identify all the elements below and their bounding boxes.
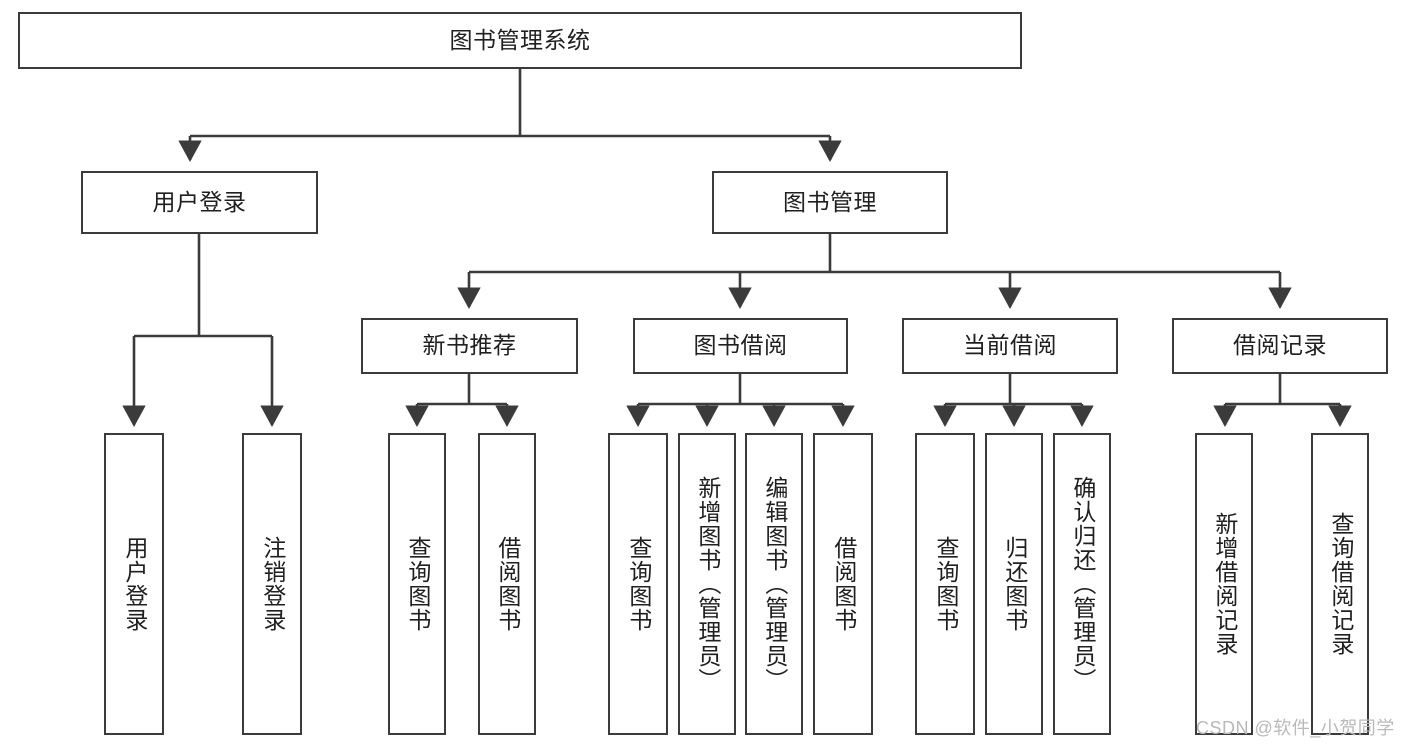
node-new-book-recommend[interactable]: 新书推荐 [361,318,578,374]
node-label: 当前借阅 [963,332,1057,359]
leaf-book-borrow-edit-admin[interactable]: 编辑图书（管理员） [745,433,803,735]
leaf-current-borrow-query[interactable]: 查询图书 [915,433,975,735]
node-book-management[interactable]: 图书管理 [712,171,948,234]
node-label: 借阅记录 [1233,332,1327,359]
node-label: 查询借阅记录 [1327,512,1354,656]
node-label: 新增图书（管理员） [694,476,721,692]
node-root-book-management-system[interactable]: 图书管理系统 [18,12,1022,69]
leaf-borrow-record-add[interactable]: 新增借阅记录 [1195,433,1253,735]
node-label: 注销登录 [259,536,286,632]
leaf-borrow-record-query[interactable]: 查询借阅记录 [1311,433,1369,735]
node-label: 查询图书 [404,536,431,632]
node-label: 查询图书 [932,536,959,632]
leaf-book-borrow-query[interactable]: 查询图书 [608,433,668,735]
node-label: 用户登录 [121,536,148,632]
node-user-login[interactable]: 用户登录 [81,171,318,234]
node-current-borrow[interactable]: 当前借阅 [902,318,1118,374]
leaf-book-borrow-borrow[interactable]: 借阅图书 [813,433,873,735]
node-label: 新书推荐 [422,332,517,359]
node-label: 图书管理系统 [449,26,591,53]
node-label: 编辑图书（管理员） [761,476,788,692]
node-label: 借阅图书 [494,536,521,632]
node-label: 确认归还（管理员） [1069,476,1096,692]
node-borrow-record[interactable]: 借阅记录 [1172,318,1388,374]
node-label: 图书借阅 [693,332,788,359]
node-label: 图书管理 [783,188,877,215]
leaf-new-book-query[interactable]: 查询图书 [388,433,446,735]
node-book-borrow[interactable]: 图书借阅 [633,318,848,374]
csdn-watermark: CSDN @软件_小贺同学 [1196,718,1395,738]
leaf-book-borrow-add-admin[interactable]: 新增图书（管理员） [678,433,736,735]
node-label: 查询图书 [625,536,652,632]
leaf-current-borrow-confirm-admin[interactable]: 确认归还（管理员） [1053,433,1111,735]
node-label: 用户登录 [152,188,247,215]
leaf-new-book-borrow[interactable]: 借阅图书 [478,433,536,735]
leaf-current-borrow-return[interactable]: 归还图书 [985,433,1043,735]
node-label: 借阅图书 [830,536,857,632]
node-label: 新增借阅记录 [1211,512,1238,656]
leaf-user-login-logout[interactable]: 注销登录 [242,433,302,735]
node-label: 归还图书 [1001,536,1028,632]
leaf-user-login-login[interactable]: 用户登录 [104,433,164,735]
